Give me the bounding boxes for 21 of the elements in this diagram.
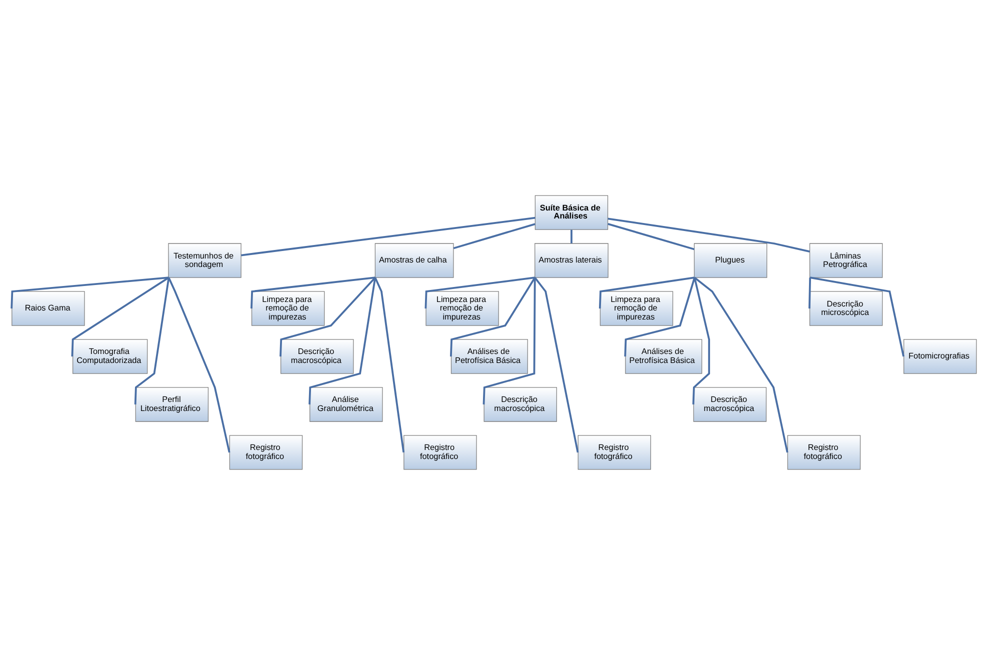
- connector: [608, 218, 810, 253]
- connector: [241, 216, 536, 256]
- connector: [280, 276, 376, 357]
- connector: [250, 276, 376, 309]
- connector: [808, 278, 812, 309]
- connector: [450, 277, 536, 357]
- connector: [608, 223, 694, 250]
- connector: [308, 277, 376, 404]
- connector: [374, 277, 405, 453]
- connector: [570, 230, 572, 244]
- connector: [534, 277, 579, 453]
- connector: [482, 278, 536, 404]
- connector: [134, 277, 170, 404]
- connector: [71, 276, 170, 357]
- connector: [453, 223, 536, 250]
- connector: [424, 276, 535, 309]
- connector: [10, 276, 169, 309]
- connector: [624, 277, 696, 357]
- connector: [692, 277, 710, 404]
- connector: [598, 276, 695, 309]
- connector: [168, 277, 230, 453]
